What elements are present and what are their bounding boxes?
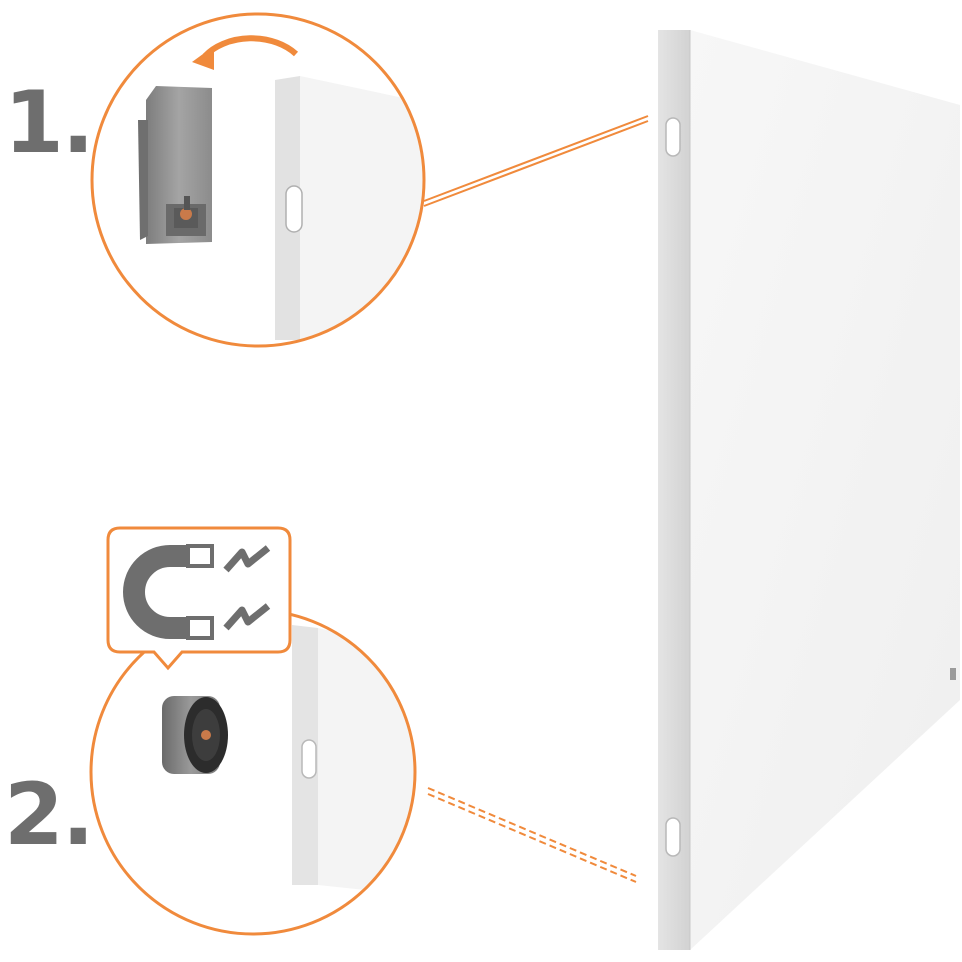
curved-arrow-icon xyxy=(192,35,299,70)
detail-circle-1 xyxy=(90,12,426,348)
step-number-1: 1. xyxy=(4,73,95,173)
magnet-callout xyxy=(106,526,292,671)
panel-slot-top xyxy=(665,117,681,157)
zigzag-icon xyxy=(223,545,271,631)
panel-face xyxy=(690,30,960,950)
panel-indicator xyxy=(950,668,956,680)
step-number-2: 2. xyxy=(4,765,95,865)
panel-corner-slot xyxy=(285,185,303,233)
panel-corner-face xyxy=(300,76,424,346)
heater-panel xyxy=(658,30,960,950)
magnet-icon xyxy=(123,544,214,640)
panel-side-face xyxy=(318,628,415,900)
panel-side-slot xyxy=(301,739,317,779)
panel-edge xyxy=(658,30,690,950)
mounting-bracket xyxy=(138,86,212,244)
panel-slot-bottom xyxy=(665,817,681,857)
leader-line-step1 xyxy=(423,115,649,207)
leader-line-step2 xyxy=(427,787,637,883)
detail-circle-2 xyxy=(89,526,417,936)
magnet-disc xyxy=(162,696,228,774)
